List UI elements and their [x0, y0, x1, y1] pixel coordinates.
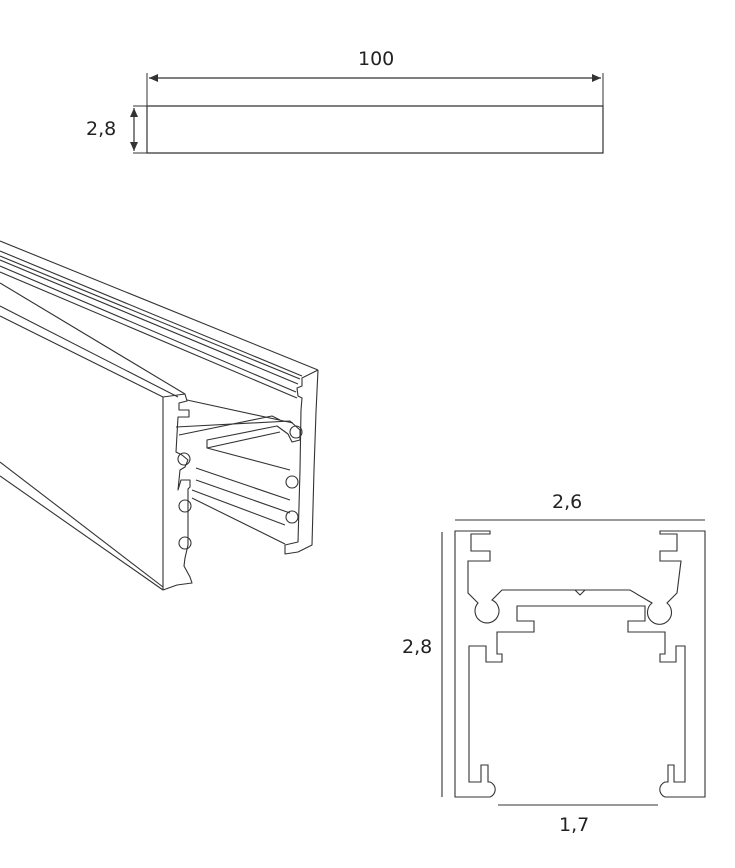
- cross-height-label: 2,8: [402, 636, 433, 658]
- cross-width-label: 2,6: [552, 491, 583, 513]
- cross-opening-label: 1,7: [559, 814, 590, 836]
- side-length-label: 100: [358, 48, 395, 70]
- rail-side-rectangle: [147, 106, 603, 153]
- side-height-label: 2,8: [86, 118, 117, 140]
